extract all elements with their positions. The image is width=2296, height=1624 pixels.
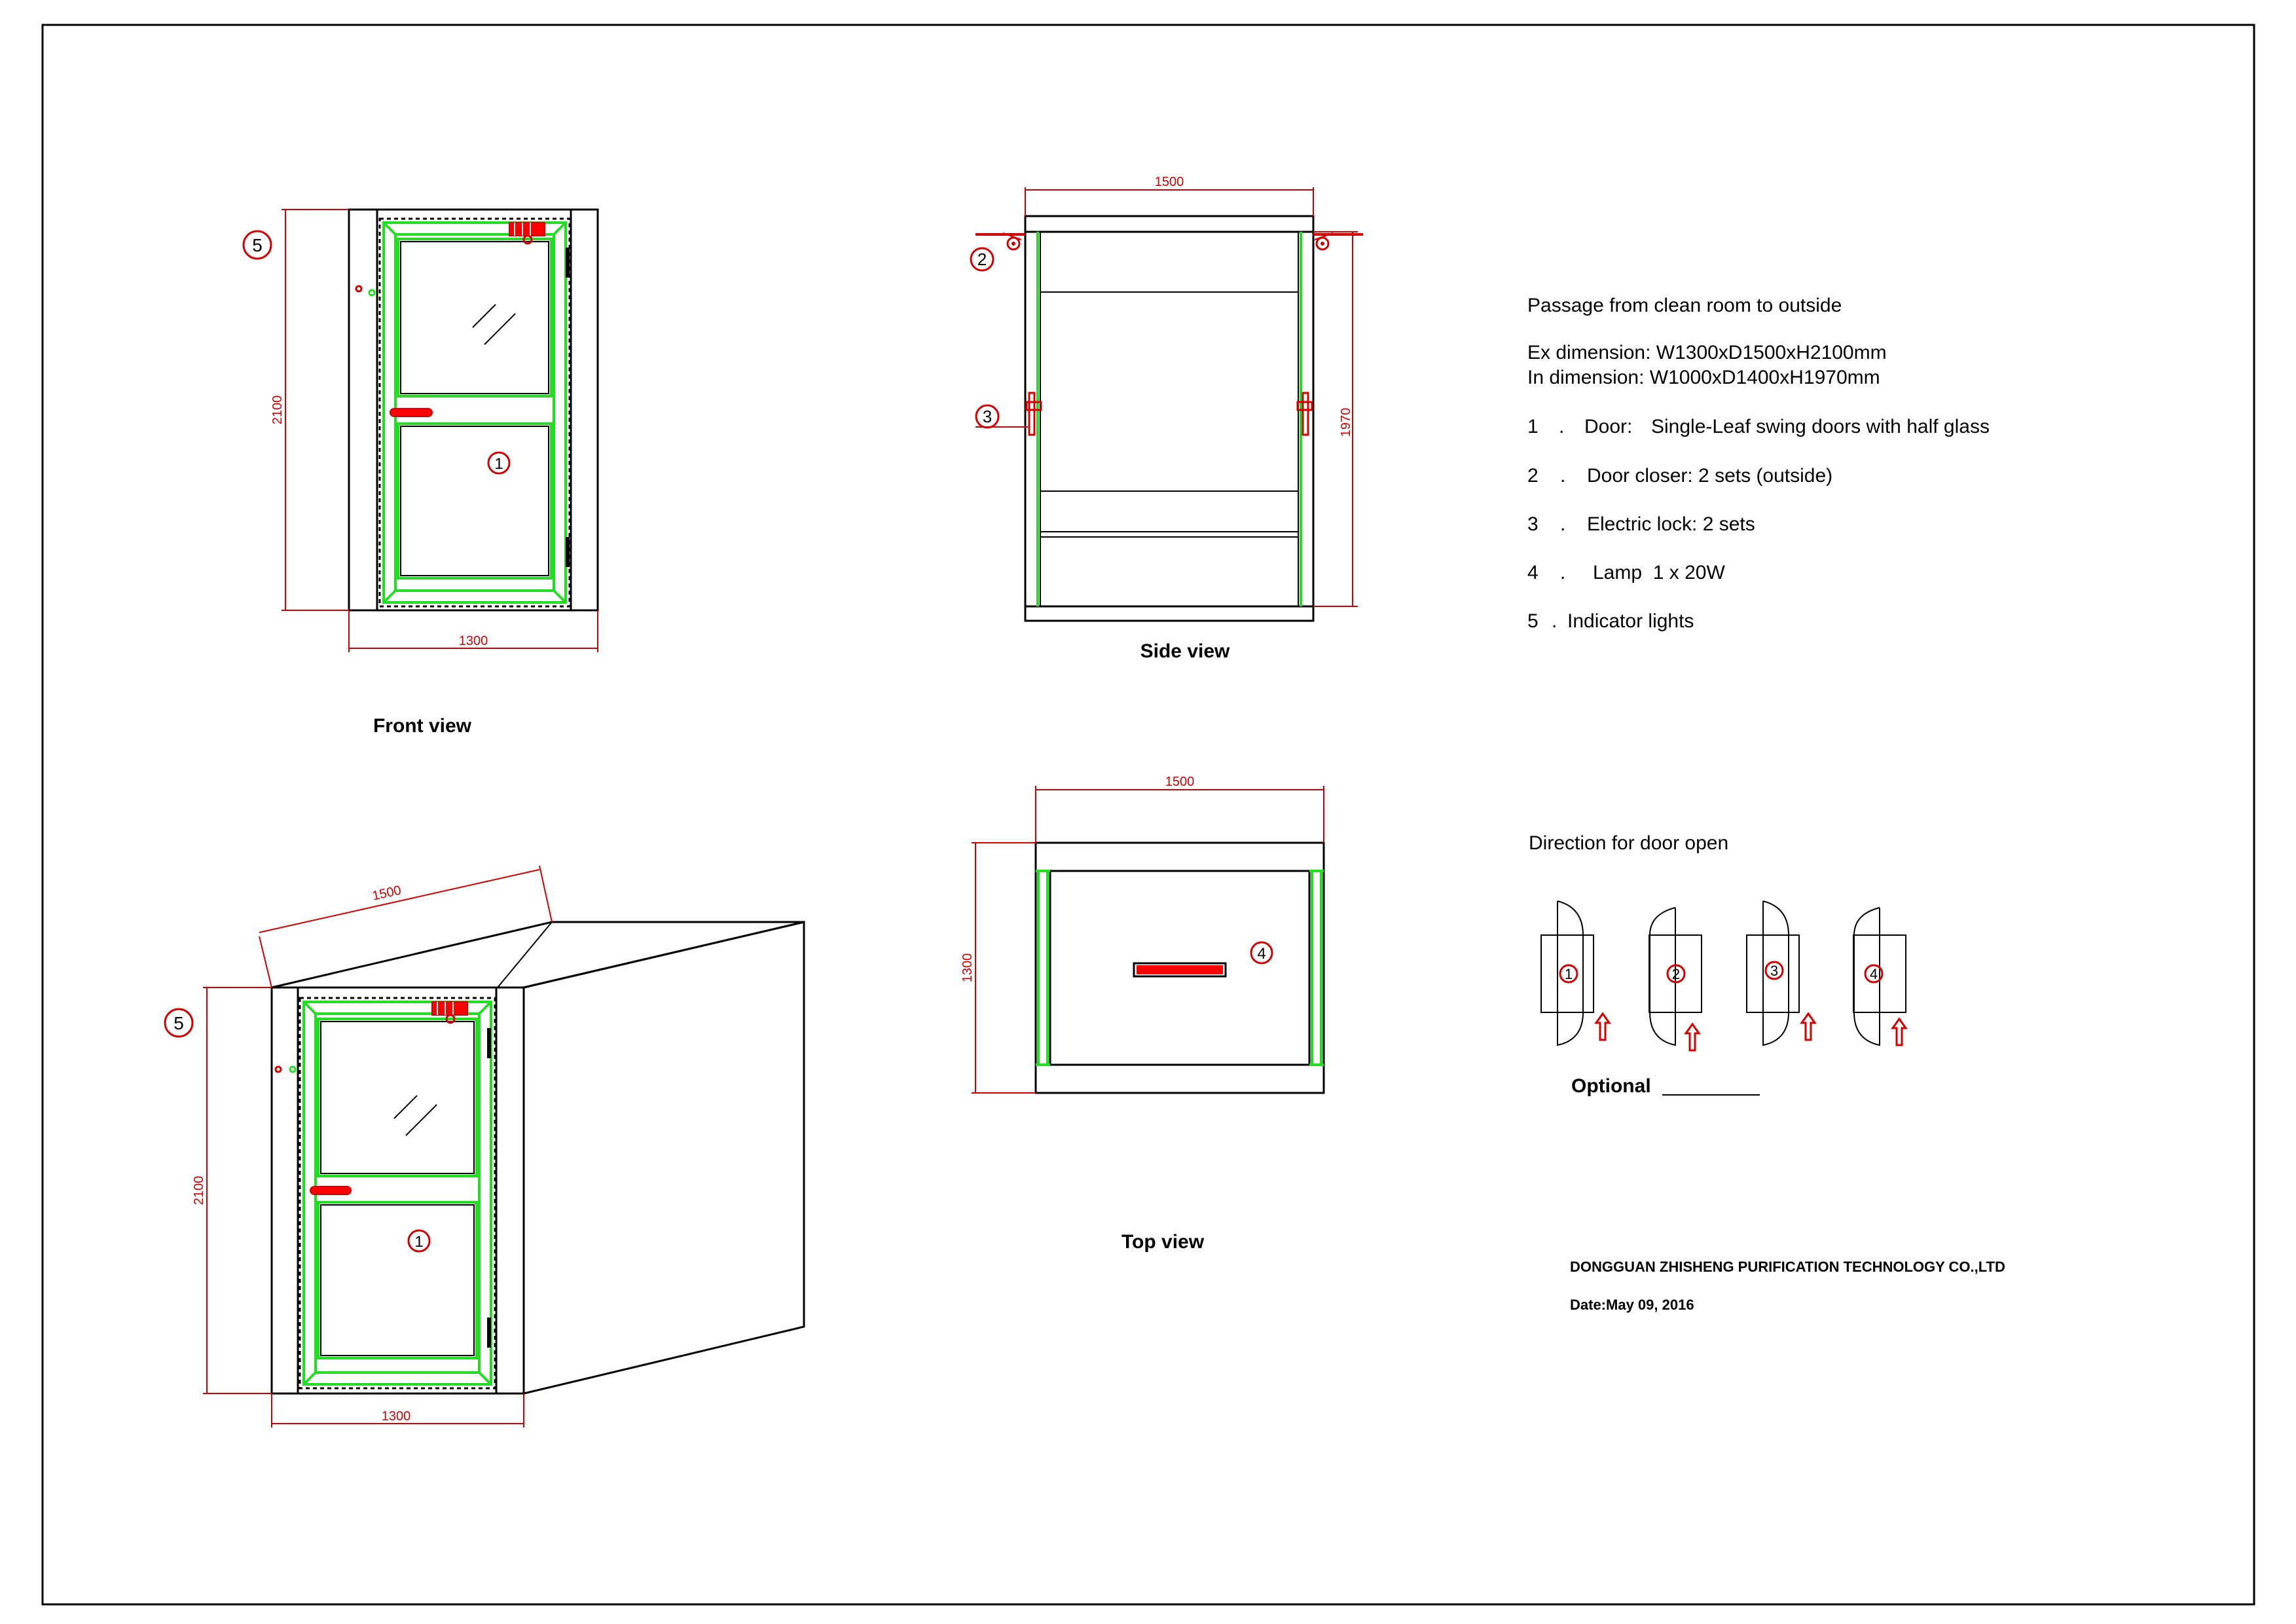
side-door-closer-right [1313, 232, 1363, 251]
callout-closer-side: 2 [977, 249, 987, 269]
direction-optional-label: Optional [1571, 1075, 1651, 1097]
note-2-text: Door closer: 2 sets (outside) [1587, 465, 1832, 487]
note-3-num: 3 [1527, 513, 1539, 535]
callout-indicator-iso: 5 [173, 1013, 184, 1033]
note-4-num: 4 [1527, 562, 1539, 583]
direction-option-3-label: 3 [1770, 963, 1778, 979]
door-direction-block: Direction for door open 1 2 3 [1529, 832, 1908, 1097]
front-indicator-light-red [355, 285, 363, 293]
direction-option-2-label: 2 [1672, 966, 1680, 982]
isometric-view: 1500 2100 1300 5 1 [164, 865, 805, 1428]
iso-front-frame [270, 986, 525, 1395]
note-1-label: Door: [1584, 416, 1632, 437]
iso-door-handle [310, 1186, 352, 1195]
note-5-text: Indicator lights [1567, 610, 1694, 632]
iso-height-dimension: 2100 [192, 1176, 206, 1206]
sheet-border [41, 24, 2255, 1606]
top-inner-frame [1049, 870, 1311, 1066]
side-electric-lock-left [1025, 392, 1042, 436]
iso-depth-dimension: 1500 [371, 883, 403, 904]
direction-title: Direction for door open [1529, 832, 1728, 854]
top-width-dimension: 1300 [960, 953, 975, 983]
direction-option-3: 3 [1746, 900, 1817, 1046]
front-door-handle [390, 408, 433, 417]
note-1-num: 1 [1527, 416, 1539, 437]
front-view-title: Front view [373, 715, 472, 737]
notes-title: Passage from clean room to outside [1527, 295, 1842, 316]
note-5-num: 5 [1527, 610, 1539, 632]
callout-lamp-top: 4 [1257, 945, 1266, 963]
direction-option-1: 1 [1540, 900, 1611, 1046]
iso-door-leaf [299, 997, 496, 1390]
callout-lock-side: 3 [983, 407, 992, 426]
side-outer-frame [1024, 215, 1315, 622]
direction-option-2: 2 [1649, 907, 1702, 1052]
iso-width-dimension: 1300 [382, 1409, 411, 1424]
note-3-sep: . [1560, 513, 1565, 535]
note-4-text: Lamp 1 x 20W [1593, 562, 1725, 583]
front-outer-frame [348, 208, 599, 612]
direction-arrow-2-icon [1684, 1022, 1701, 1052]
notes-block: Passage from clean room to outside Ex di… [1527, 295, 1990, 632]
direction-option-4: 4 [1853, 907, 1908, 1046]
iso-indicator-light-green [289, 1065, 297, 1073]
note-2-num: 2 [1527, 465, 1539, 487]
direction-option-4-label: 4 [1870, 966, 1878, 982]
company-name: DONGGUAN ZHISHENG PURIFICATION TECHNOLOG… [1570, 1259, 2005, 1275]
direction-arrow-1-icon [1594, 1012, 1611, 1041]
side-electric-lock-right [1296, 392, 1313, 436]
front-door-glass-panel [397, 238, 553, 397]
side-view: 1500 1970 2 3 Side view [970, 175, 1363, 662]
notes-ex-dimension: Ex dimension: W1300xD1500xH2100mm [1527, 342, 1887, 363]
callout-indicator-front: 5 [252, 235, 263, 255]
drawing-date: Date:May 09, 2016 [1570, 1297, 1694, 1313]
front-door-closer [509, 222, 545, 245]
top-view: 1500 1300 4 Top view [960, 775, 1325, 1253]
top-view-title: Top view [1121, 1231, 1205, 1253]
front-width-dimension: 1300 [459, 634, 488, 648]
side-view-title: Side view [1140, 640, 1230, 662]
iso-indicator-light-red [274, 1065, 282, 1073]
direction-arrow-3-icon [1800, 1012, 1817, 1041]
side-door-closer-left [975, 232, 1025, 251]
note-2-sep: . [1560, 465, 1565, 487]
side-depth-dimension: 1500 [1155, 175, 1184, 189]
top-depth-dimension: 1500 [1165, 775, 1195, 789]
iso-door-closer [431, 1001, 468, 1024]
note-1-text: Single-Leaf swing doors with half glass [1651, 416, 1990, 437]
callout-door-iso: 1 [414, 1233, 423, 1251]
direction-arrow-4-icon [1891, 1017, 1908, 1046]
front-view: 2100 1300 5 1 Front view [242, 208, 599, 737]
note-4-sep: . [1560, 562, 1565, 583]
callout-door-front: 1 [494, 455, 503, 473]
note-1-sep: . [1559, 416, 1564, 437]
front-door-leaf [378, 217, 571, 608]
top-outer-frame [1034, 841, 1325, 1094]
front-height-dimension: 2100 [270, 396, 285, 425]
note-5-sep: . [1552, 610, 1557, 632]
front-door-lower-panel [397, 422, 553, 580]
direction-option-1-label: 1 [1565, 966, 1573, 982]
note-3-text: Electric lock: 2 sets [1587, 513, 1755, 535]
front-indicator-light-green [368, 289, 376, 297]
side-inner-height-dimension: 1970 [1339, 408, 1353, 437]
notes-in-dimension: In dimension: W1000xD1400xH1970mm [1527, 367, 1880, 388]
